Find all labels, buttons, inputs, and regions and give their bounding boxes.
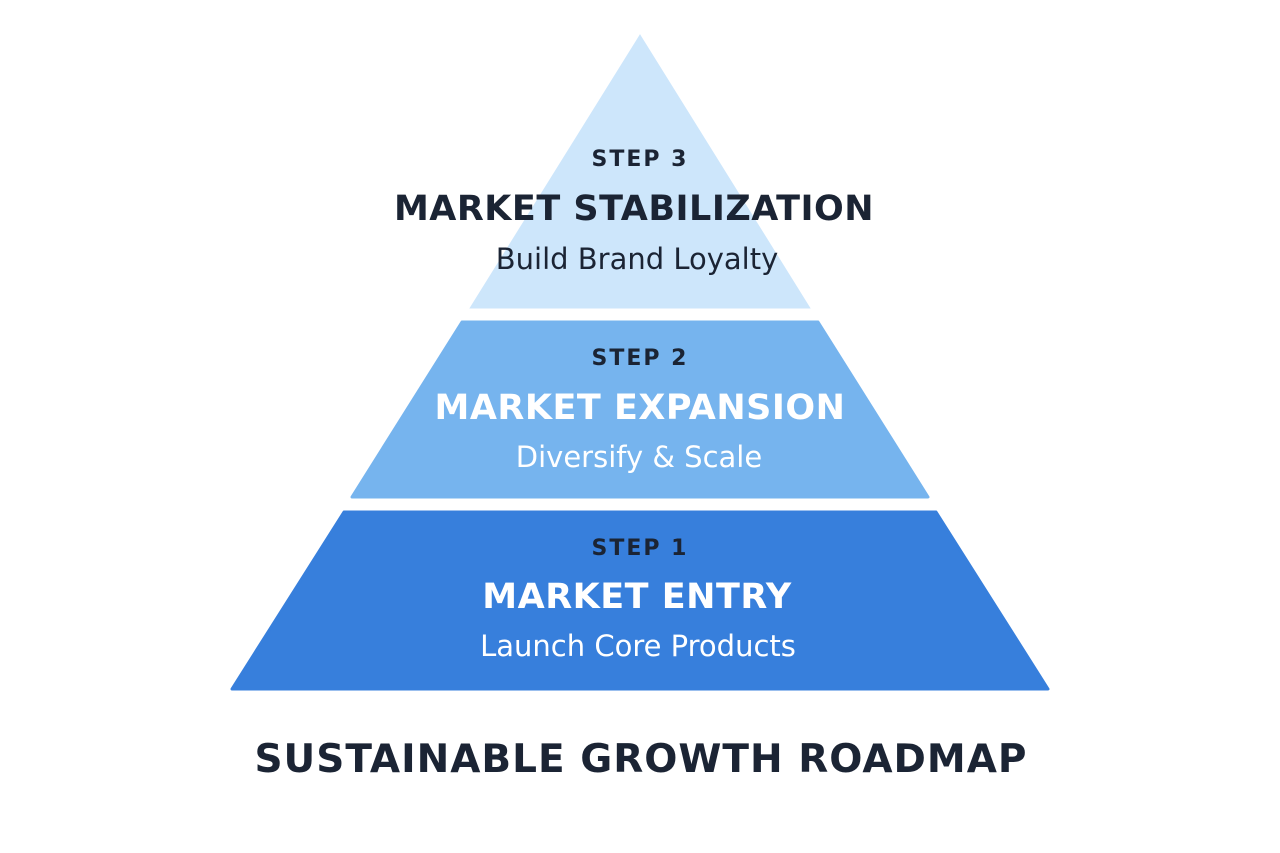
- tier-1-step-label: STEP 1: [592, 536, 689, 561]
- roadmap-title: SUSTAINABLE GROWTH ROADMAP: [254, 737, 1027, 782]
- tier-1-subtitle: Launch Core Products: [480, 629, 796, 663]
- tier-1-title: MARKET ENTRY: [482, 577, 792, 617]
- tier-step-2: STEP 2 MARKET EXPANSION Diversify & Scal…: [350, 320, 930, 499]
- tier-3-shape: [469, 34, 811, 309]
- tier-3-subtitle: Build Brand Loyalty: [496, 242, 779, 276]
- tier-2-title: MARKET EXPANSION: [435, 388, 846, 428]
- tier-2-shape: [350, 320, 930, 499]
- tier-step-3: STEP 3 MARKET STABILIZATION Build Brand …: [394, 34, 874, 309]
- tier-2-subtitle: Diversify & Scale: [516, 440, 762, 474]
- tier-step-1: STEP 1 MARKET ENTRY Launch Core Products: [230, 510, 1050, 691]
- tier-1-shape: [230, 510, 1050, 691]
- tier-2-step-label: STEP 2: [592, 346, 689, 371]
- tier-3-title: MARKET STABILIZATION: [394, 189, 874, 229]
- tier-3-step-label: STEP 3: [592, 147, 689, 172]
